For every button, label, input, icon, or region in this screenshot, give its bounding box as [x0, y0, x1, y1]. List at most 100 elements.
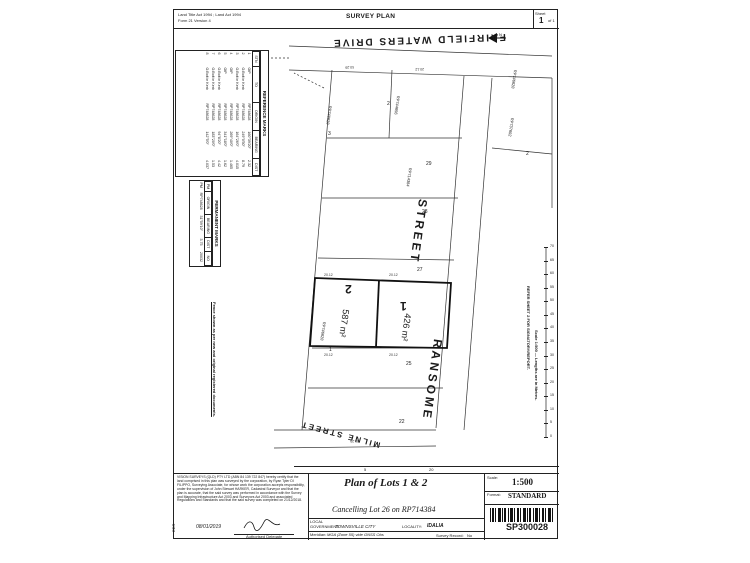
reference-marks-title: REFERENCE MARKS — [260, 51, 268, 176]
meridian-label: Meridian: — [310, 532, 327, 537]
signature-date: 08/01/2019 — [196, 524, 222, 530]
lot-number: 29 — [426, 161, 432, 167]
locality-label: LOCALITY: — [402, 524, 423, 529]
lot-number: 3 — [328, 131, 331, 137]
cancelling-note: Cancelling Lot 26 on RP714384 — [332, 505, 436, 514]
meridian: MGA (Zone 55) vide GNSS Obs — [327, 532, 384, 537]
local-gov-label: GOVERNMENT: — [310, 524, 340, 529]
scale-tick — [544, 247, 548, 248]
local-government: TOWNSVILLE CITY — [335, 524, 376, 529]
scale-tick-label: 70 — [550, 244, 554, 248]
plan-number: SP300028 — [506, 522, 549, 532]
scale-tick-label: 25 — [550, 366, 554, 371]
svg-text:20.12: 20.12 — [389, 273, 398, 277]
lot-number: 27 — [417, 267, 423, 273]
survey-plan-sheet: Land Title Act 1994 ; Land Act 1994 Form… — [171, 9, 559, 540]
act-reference: Land Title Act 1994 ; Land Act 1994 — [178, 12, 241, 17]
scale-tick — [544, 342, 548, 343]
scale-tick-label: 35 — [550, 339, 554, 343]
survey-record-label: Survey Record: — [436, 533, 464, 538]
lot-number: 1 — [329, 347, 332, 353]
column-header: DIST — [252, 158, 260, 176]
scale-tick — [544, 328, 548, 330]
column-header: BEARING — [204, 214, 212, 238]
svg-text:50.29: 50.29 — [345, 65, 354, 69]
scale-tick — [544, 274, 548, 276]
scale-tick — [544, 301, 548, 303]
scale-tick — [544, 355, 548, 357]
scale-tick — [544, 260, 548, 262]
scale-tick-label: 55 — [550, 284, 554, 289]
scale-tick-label: 45 — [550, 311, 554, 316]
scale-tick — [544, 382, 548, 384]
scale-tick-label: 20 — [550, 379, 554, 384]
column-header: TO — [252, 66, 260, 103]
local-label: LOCAL — [310, 519, 324, 524]
column-header: NO — [204, 251, 212, 266]
reference-marks-table: REFERENCE MARKS STN TO ORIGIN BEARING DI… — [175, 50, 269, 177]
scale-tick-label: 50 — [550, 298, 554, 303]
scale-tick-label: 60 — [550, 271, 554, 276]
scale-tick-label: 0 — [550, 434, 552, 438]
scale-bar-label: 20 — [429, 467, 434, 472]
scale-tick-label: 10 — [550, 406, 554, 411]
svg-text:20.12: 20.12 — [415, 67, 424, 71]
certification-text: VISION SURVEYS (QLD) PTY LTD (ABN 84 139… — [177, 475, 305, 503]
lot-number: 28 — [422, 209, 428, 215]
plan-title: Plan of Lots 1 & 2 — [344, 477, 428, 489]
permanent-marks-title: PERMANENT MARKS — [212, 181, 220, 266]
locality: IDALIA — [427, 523, 444, 529]
format-value: STANDARD — [508, 492, 547, 500]
north-arrow-icon: N — [488, 32, 506, 43]
refer-sheet-note: REFER SHEET 2 FOR SIGNATORY/REPORT. — [526, 286, 531, 370]
scale-value: 1:500 — [512, 477, 533, 487]
scale-label: Scale: — [487, 475, 499, 480]
column-header: PM — [204, 181, 212, 192]
lot-number: 22 — [399, 419, 405, 425]
column-header: BEARING — [252, 130, 260, 159]
format-label: Format: — [487, 492, 501, 497]
column-header: ORIGIN — [204, 191, 212, 215]
signature-icon — [243, 519, 281, 531]
permanent-marks-header-row: PM ORIGIN BEARING DIST NO — [204, 181, 212, 266]
scale-tick — [544, 409, 548, 411]
scale-tick-label: 65 — [550, 257, 554, 262]
scale-tick-label: 5 — [550, 420, 552, 425]
lot-2-label: 2 — [345, 282, 352, 296]
survey-record: No — [467, 533, 473, 538]
permanent-marks-table: PERMANENT MARKS PM ORIGIN BEARING DIST N… — [189, 180, 221, 267]
column-header: ORIGIN — [252, 102, 260, 131]
sheet-number: 1 — [539, 16, 544, 25]
scale-tick — [544, 437, 548, 438]
svg-text:20.12: 20.12 — [389, 353, 398, 357]
page-title: SURVEY PLAN — [346, 13, 396, 20]
svg-text:N: N — [499, 32, 502, 37]
scale-tick — [544, 423, 548, 425]
svg-text:20.12: 20.12 — [324, 353, 333, 357]
lot-number: 25 — [406, 361, 412, 367]
form-version: Form 21 Version 4 — [178, 18, 211, 23]
svg-text:20.12: 20.12 — [324, 273, 333, 277]
scale-bar-label: 5 — [364, 467, 367, 472]
scale-tick-label: 15 — [550, 393, 554, 398]
lot-number: 2 — [387, 101, 390, 107]
scale-tick — [544, 396, 548, 398]
scale-tick — [544, 314, 548, 316]
column-header: DIST — [204, 237, 212, 252]
scale-tick-label: 40 — [550, 325, 554, 330]
column-header: STN — [252, 51, 260, 67]
scale-tick-label: 30 — [550, 352, 554, 357]
sheet-of: of 1 — [548, 18, 555, 23]
barcode-icon — [490, 508, 553, 522]
lot-1-label: 1 — [400, 299, 407, 313]
svg-text:30.29: 30.29 — [350, 439, 359, 443]
cadastral-drawing: 50.29 20.12 20.12 20.12 20.12 20.12 30.2… — [264, 45, 553, 449]
